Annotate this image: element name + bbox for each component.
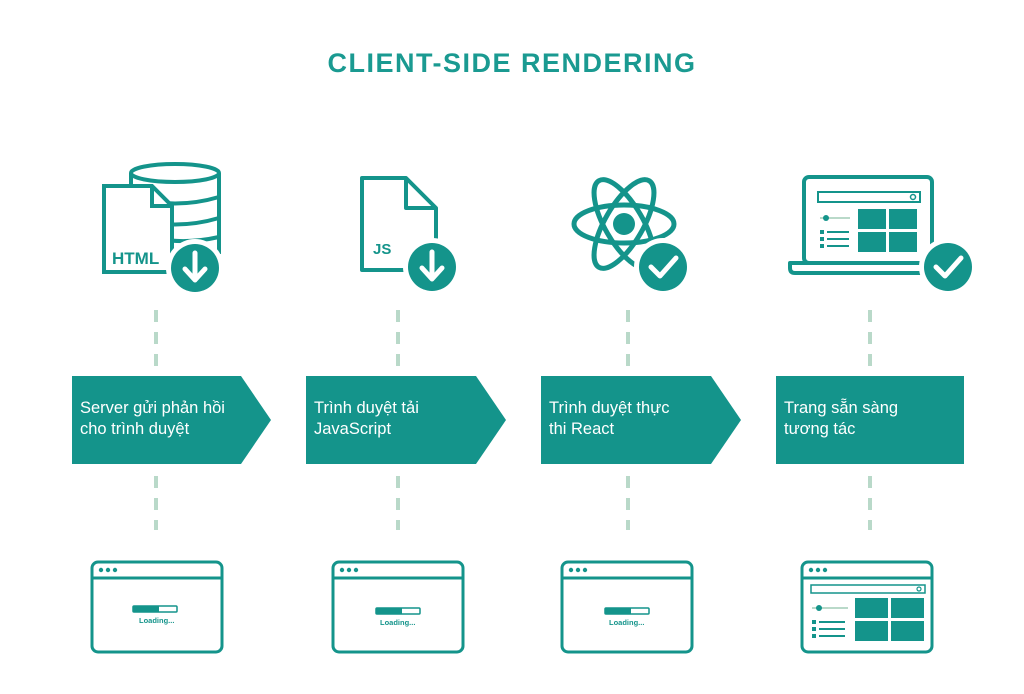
step-3-line-2: thi React [549, 420, 615, 438]
step-1-banner: Server gửi phản hồi cho trình duyệt [72, 376, 271, 464]
step-3-line-1: Trình duyệt thực [549, 399, 670, 417]
connector-bottom-4 [868, 476, 872, 530]
js-file-download-icon: JS [360, 176, 461, 296]
connector-bottom-1 [154, 476, 158, 530]
step-1-line-2: cho trình duyệt [80, 420, 190, 438]
loading-label-2: Loading... [380, 618, 415, 627]
browser-ready-page [800, 560, 934, 654]
step-2-line-1: Trình duyệt tải [314, 399, 419, 417]
step-1-line-1: Server gửi phản hồi [80, 399, 225, 417]
step-3-banner: Trình duyệt thực thi React [541, 376, 741, 464]
browser-loading-3: Loading... [560, 560, 694, 654]
js-label: JS [373, 241, 391, 258]
page-title: CLIENT-SIDE RENDERING [327, 48, 697, 78]
connector-top-4 [868, 310, 872, 366]
browser-loading-1: Loading... [90, 560, 224, 654]
connector-bottom-3 [626, 476, 630, 530]
connector-top-2 [396, 310, 400, 366]
step-4-line-2: tương tác [784, 420, 856, 438]
step-4-banner: Trang sẵn sàng tương tác [776, 376, 964, 464]
html-label: HTML [112, 249, 159, 268]
loading-label-1: Loading... [139, 616, 174, 625]
step-2-banner: Trình duyệt tải JavaScript [306, 376, 506, 464]
connector-top-3 [626, 310, 630, 366]
step-2-line-2: JavaScript [314, 420, 392, 438]
connector-bottom-2 [396, 476, 400, 530]
browser-loading-2: Loading... [331, 560, 465, 654]
step-4-line-1: Trang sẵn sàng [784, 399, 899, 417]
laptop-ready-check-icon [788, 175, 977, 296]
react-atom-check-icon [571, 177, 692, 296]
html-database-download-icon: HTML [102, 162, 224, 297]
loading-label-3: Loading... [609, 618, 644, 627]
connector-top-1 [154, 310, 158, 366]
